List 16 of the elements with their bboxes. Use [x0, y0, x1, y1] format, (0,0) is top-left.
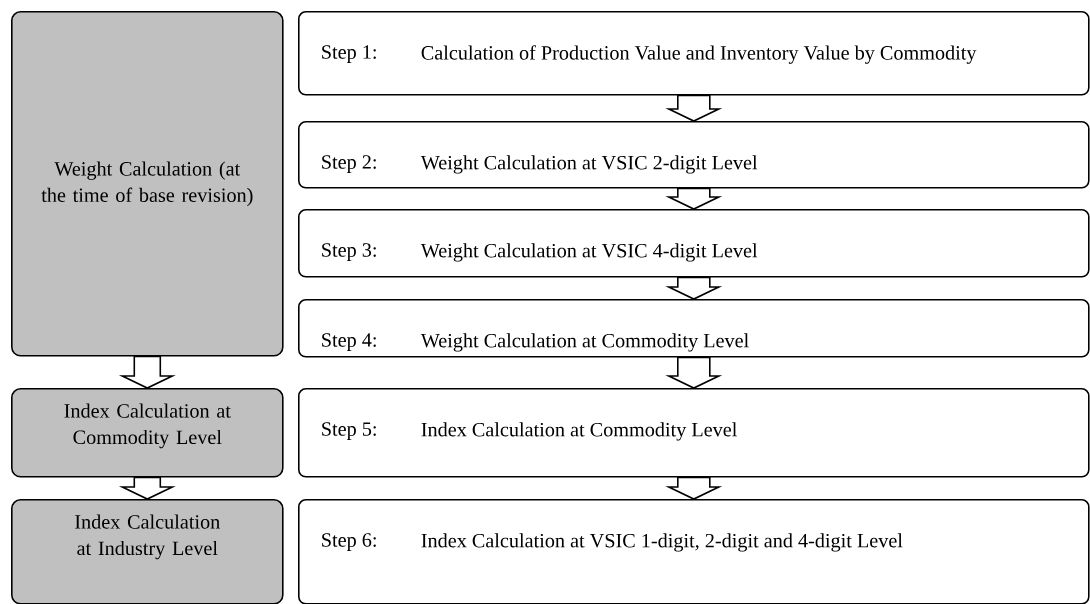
block-arrow — [118, 355, 176, 389]
stage-box: Index Calculation at Commodity Level — [11, 388, 284, 478]
stage-box: Weight Calculation (at the time of base revision) — [11, 11, 284, 357]
step-box: Step 6: Index Calculation at VSIC 1-digit, 2-digit and 4-digit Level — [298, 499, 1090, 604]
step-box: Step 4: Weight Calculation at Commodity Level — [298, 299, 1090, 358]
step-box: Step 1: Calculation of Production Value and Inventory Value by Commodity — [298, 11, 1090, 96]
step-box: Step 2: Weight Calculation at VSIC 2-digit Level — [298, 121, 1090, 189]
block-arrow — [665, 187, 723, 210]
block-arrow — [665, 356, 723, 389]
stage-box: Index Calculation at Industry Level — [11, 499, 284, 604]
block-arrow — [665, 276, 723, 300]
block-arrow — [118, 476, 176, 500]
block-arrow — [665, 476, 723, 500]
step-box: Step 5: Index Calculation at Commodity Level — [298, 388, 1090, 478]
step-box: Step 3: Weight Calculation at VSIC 4-digit Level — [298, 209, 1090, 278]
block-arrow — [665, 94, 723, 122]
